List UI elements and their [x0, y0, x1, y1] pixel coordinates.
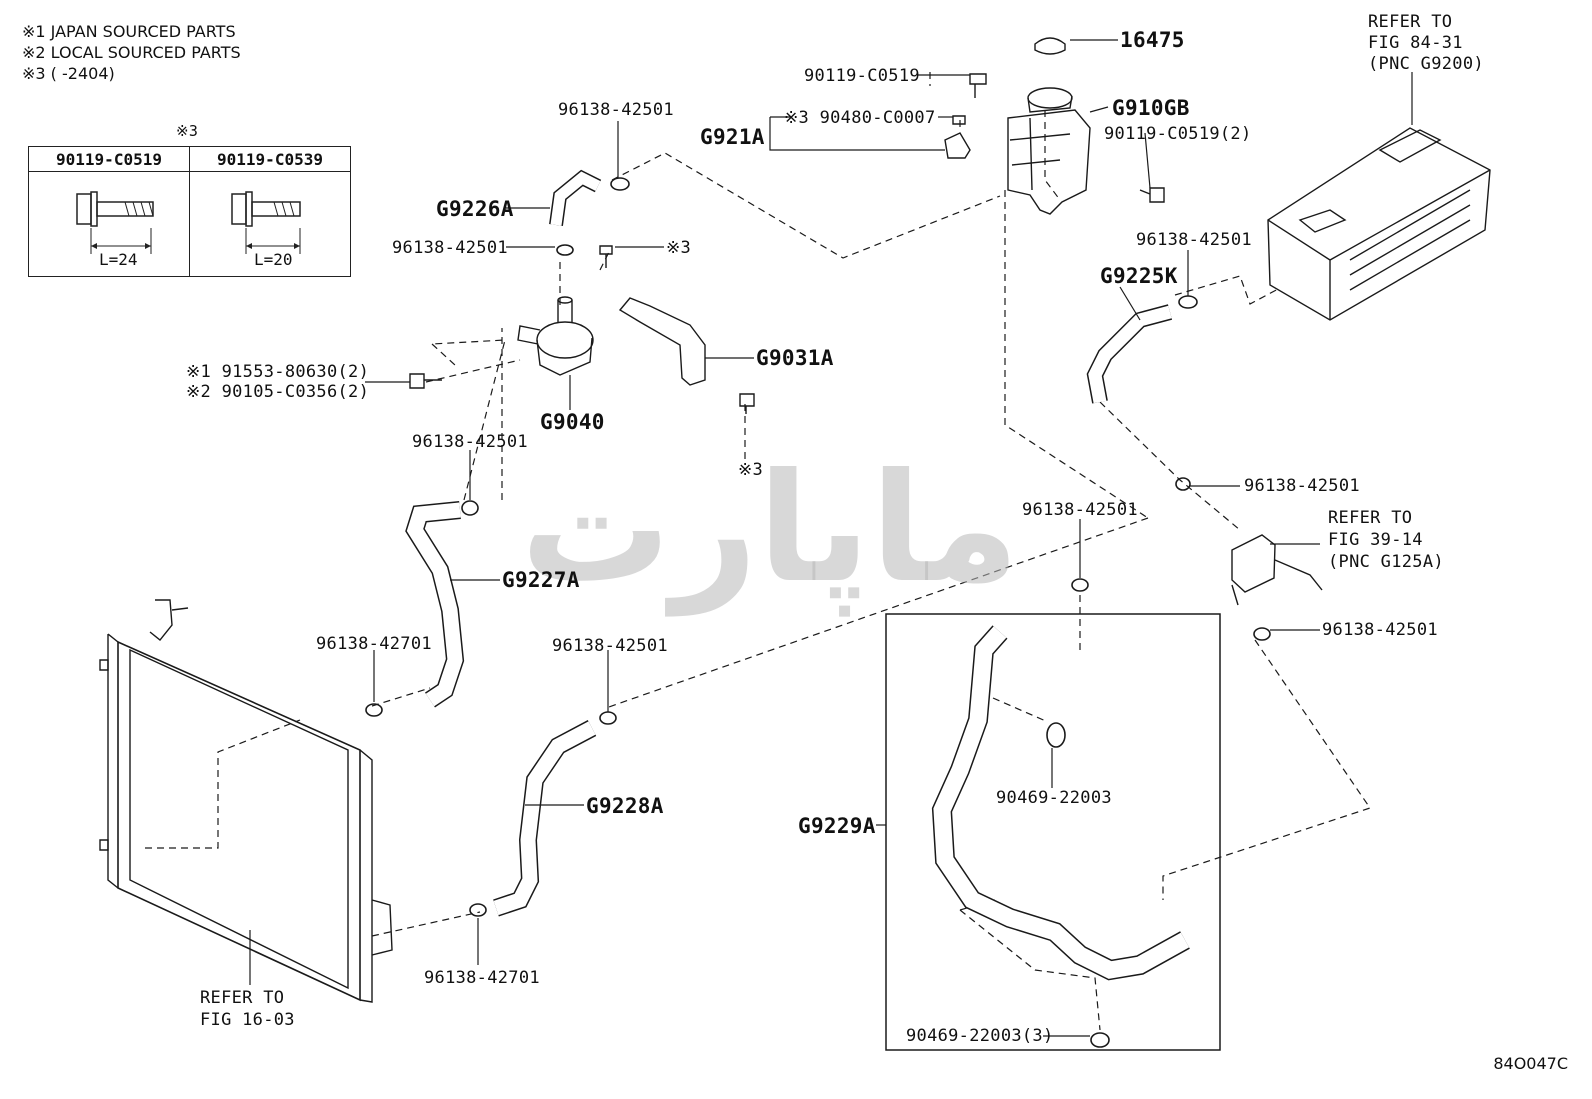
bolt-icon: [231, 191, 301, 254]
watermark-logo: ماپارت: [521, 442, 1020, 617]
bolt-table-mark: ※3: [176, 122, 199, 140]
label-clamp-rad-2: 96138-42701: [424, 968, 540, 988]
label-bolt-91553: ※1 91553-80630(2): [186, 362, 370, 382]
label-g9226a: G9226A: [436, 197, 514, 221]
bolt-col1-cell: L=24: [28, 171, 190, 277]
label-g9228a: G9228A: [586, 794, 664, 818]
label-refer-inverter-3: (PNC G9200): [1368, 54, 1484, 74]
label-90119-c0519-2: 90119-C0519(2): [1104, 124, 1252, 144]
note-date-range: ※3 ( -2404): [22, 64, 115, 83]
label-refer-39-1: REFER TO: [1328, 508, 1413, 528]
note-japan-sourced: ※1 JAPAN SOURCED PARTS: [22, 22, 236, 41]
clamp-icons: [365, 177, 1271, 1048]
label-bolt-90105: ※2 90105-C0356(2): [186, 382, 370, 402]
label-g9229a: G9229A: [798, 814, 876, 838]
dashed-connections: [145, 72, 1371, 1031]
label-refer-radiator-1: REFER TO: [200, 988, 285, 1008]
bolt-col2-cell: L=20: [189, 171, 351, 277]
radiator: [99, 599, 393, 1003]
label-g9040: G9040: [540, 410, 605, 434]
leader-lines: [249, 39, 1413, 1037]
label-refer-radiator-2: FIG 16-03: [200, 1010, 295, 1030]
bolt-icon: [76, 191, 154, 254]
bracket-g921a: [944, 132, 971, 159]
label-clamp-right-1: 96138-42501: [1244, 476, 1360, 496]
label-g910gb: G910GB: [1112, 96, 1190, 120]
water-pump-g9040: [517, 296, 594, 376]
note-local-sourced: ※2 LOCAL SOURCED PARTS: [22, 43, 241, 62]
label-refer-inverter-1: REFER TO: [1368, 12, 1453, 32]
label-mark3-a: ※3: [666, 238, 692, 258]
bolt-col1-length: L=24: [99, 250, 138, 269]
label-90469-22003: 90469-22003: [996, 788, 1112, 808]
label-16475: 16475: [1120, 28, 1185, 52]
label-clamp-mid: 96138-42501: [552, 636, 668, 656]
label-clamp-pump: 96138-42501: [392, 238, 508, 258]
bolt-col1-header: 90119-C0519: [28, 146, 190, 172]
label-mark3-b: ※3: [738, 460, 764, 480]
label-refer-39-2: FIG 39-14: [1328, 530, 1423, 550]
label-clamp-g9225: 96138-42501: [1136, 230, 1252, 250]
label-90480-c0007: ※3 90480-C0007: [784, 108, 936, 128]
bracket-g9031a: [618, 297, 706, 386]
label-clamp-center: 96138-42501: [1022, 500, 1138, 520]
bolt-length-table: 90119-C0519 90119-C0539 L=24: [28, 146, 351, 277]
label-g9227a: G9227A: [502, 568, 580, 592]
label-refer-39-3: (PNC G125A): [1328, 552, 1444, 572]
label-90469-22003-3: 90469-22003(3): [906, 1026, 1054, 1046]
diagram-code: 84O047C: [1493, 1054, 1568, 1073]
bolt-icons: [409, 73, 1165, 414]
label-90119-c0519: 90119-C0519: [804, 66, 920, 86]
label-clamp-rad-1: 96138-42701: [316, 634, 432, 654]
label-refer-inverter-2: FIG 84-31: [1368, 33, 1463, 53]
label-g921a: G921A: [700, 125, 765, 149]
label-clamp-left: 96138-42501: [412, 432, 528, 452]
cooling-component-39-14: [1231, 534, 1323, 606]
reservoir-tank-g910gb: [1007, 37, 1091, 215]
label-clamp-top: 96138-42501: [558, 100, 674, 120]
label-g9225k: G9225K: [1100, 264, 1178, 288]
g9229a-inset-box: [885, 613, 1221, 1051]
label-clamp-right-2: 96138-42501: [1322, 620, 1438, 640]
label-g9031a: G9031A: [756, 346, 834, 370]
bolt-col2-length: L=20: [254, 250, 293, 269]
inverter-assembly: [1267, 127, 1491, 321]
